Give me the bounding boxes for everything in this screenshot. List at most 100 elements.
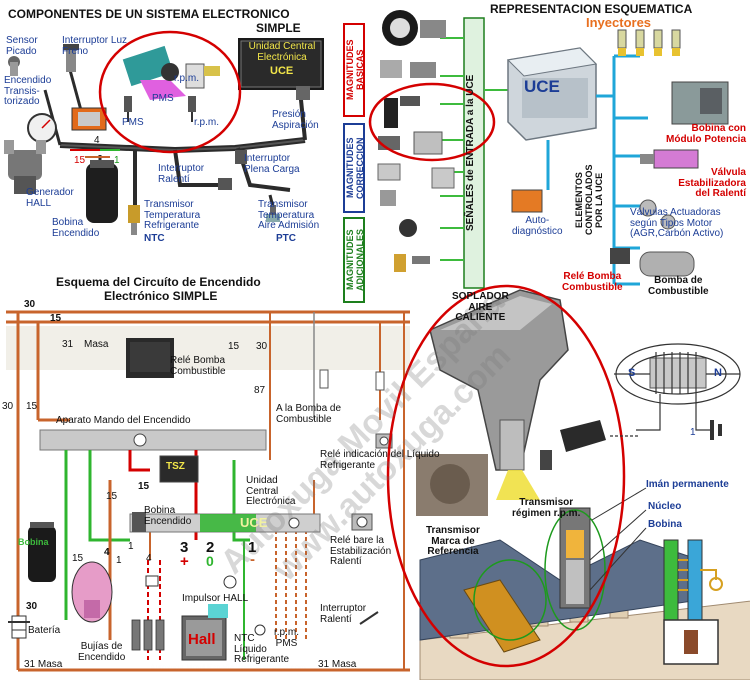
label-n15-b: 15 [228,341,240,352]
label-aparato-mando: Aparato Mando del Encendido [56,415,191,426]
label-elementos-controlados: ELEMENTOS CONTROLADOS POR LA UCE [574,164,604,236]
label-inyectores: Inyectores [586,15,652,30]
label-magnitudes-basicas: MAGNITUDES BASICAS [345,39,365,101]
label-plus: + [180,553,189,570]
label-magnitudes-correccion: MAGNITUDES CORRECCION [345,137,365,199]
label-valvulas-actuadoras: Válvulas Actuadoras según Tipos Motor (A… [630,207,724,239]
label-valvula-estabilizadora: Válvula Estabilizadora del Ralentí [678,167,746,199]
highlight-circle-top [98,30,242,154]
label-tsz: TSZ [166,461,185,472]
label-n31: 31 [62,339,74,350]
label-pole-n: N [714,367,722,379]
top-right-title: REPRESENTACION ESQUEMATICA [490,2,693,16]
label-masa-bottom-right: 31 Masa [318,659,357,670]
label-nucleo: Núcleo [648,501,682,512]
label-bobina-modulo: Bobina con Módulo Potencia [666,123,746,145]
injector-icons [617,29,681,56]
label-encendido-transistorizado: Encendido Transis- torizado [4,75,52,107]
label-transmisor-aire: Transmisor Temperatura Aire Admisión [258,199,320,231]
label-n15-e: 15 [72,553,84,564]
label-n2: 2 [206,539,215,556]
highlight-circle-middle [368,82,496,162]
label-bobina-detail: Bobina [648,519,682,530]
label-zero: 0 [206,553,214,569]
top-left-title-line2: SIMPLE [256,21,301,35]
label-masa: Masa [84,339,109,350]
circuit-graphics [6,310,410,672]
label-auto-diagnostico: Auto- diagnóstico [512,215,563,237]
label-transmisor-regimen: Transmisor régimen r.p.m. [512,497,581,519]
label-n4-b: 4 [146,553,152,564]
label-ptc: PTC [276,233,296,244]
label-rpm-b: r.p.m. [194,117,220,128]
circuit-title-line1: Esquema del Circuíto de Encendido [56,275,261,289]
label-ntc-liquido: NTC Líquido Refrigerante [234,633,290,665]
label-bobina-encendido-circuit: Bobina Encendido [144,505,192,527]
label-sensor-picado: Sensor Picado [6,35,38,57]
label-senales-entrada: SEÑALES de ENTRADA a la UCE [465,74,476,232]
label-n15-c: 15 [106,491,118,502]
top-left-panel-graphics [2,2,334,268]
label-n87: 87 [254,385,266,396]
watermark-text: Autoxuga Movil España www.autoxuga.com [150,664,306,672]
label-impulsor-hall: Impulsor HALL [182,593,249,604]
label-interruptor-plena-carga: Interruptor Plena Carga [244,153,300,175]
label-n1-a: 1 [116,555,122,566]
label-interruptor-ralenti-top: Interruptor Ralentí [158,163,205,185]
label-n15-left: 15 [26,401,38,412]
bottom-right-graphics [386,284,750,680]
label-masa-bottom-left: 31 Masa [24,659,63,670]
label-rele-bomba-schematic: Relé Bomba Combustible [562,271,623,293]
label-one: 1 [690,427,696,438]
label-bateria: Batería [28,625,61,636]
label-rpm-pms: r.p.m. PMS [274,627,300,649]
label-bobina-encendido-top: Bobina Encendido [52,217,100,239]
label-uce-schematic: UCE [524,77,560,96]
label-n1-c: 1 [248,539,257,556]
label-interruptor-luz-freno: Interruptor Luz Freno [62,35,128,57]
uce-unit-graphic [506,47,598,141]
label-pole-s: S [628,367,636,379]
label-n30-left: 30 [2,401,14,412]
label-magnitudes-adicionales: MAGNITUDES ADICIONALES [345,229,365,292]
label-minus: - [250,551,255,568]
label-num-1: 1 [114,155,120,166]
label-rele-bomba-circuit: Relé Bomba Combustible [170,355,226,377]
label-rele-liquido: Relé indicación del Líquido Refrigerante [320,449,440,471]
label-n15-d: 15 [138,481,150,492]
label-interruptor-ralenti-circuit: Interruptor Ralentí [320,603,367,625]
label-soplador: SOPLADOR AIRE CALIENTE [452,291,509,323]
label-ntc-top: NTC [144,233,165,244]
label-uce-unit: Unidad Central Electrónica [248,41,316,63]
label-generador-hall: Generador HALL [26,187,74,209]
sensor-icons [377,10,455,272]
label-unidad-central: Unidad Central Electrónica [246,475,296,507]
label-num-15: 15 [74,155,86,166]
label-n30-top: 30 [24,299,36,310]
label-n1-b: 1 [128,541,134,552]
top-right-panel-graphics [338,2,748,303]
label-uce-top: UCE [270,65,294,77]
label-presion-aspiracion: Presión Aspiración [272,109,319,131]
label-rpm-top: r.p.m. [174,73,200,84]
label-pms-b: PMS [122,117,144,128]
label-bujias: Bujías de Encendido [78,641,126,663]
label-bomba-combustible-schematic: Bomba de Combustible [648,275,709,297]
highlight-circle-bottom [386,284,626,668]
circuit-title-line2: Electrónico SIMPLE [104,289,218,303]
label-iman-permanente: Imán permanente [646,479,729,490]
label-n30-b: 30 [256,341,268,352]
label-transmisor-marca: Transmisor Marca de Referencia [426,525,480,557]
label-num-4: 4 [94,135,100,146]
label-transmisor-refrigerante: Transmisor Temperatura Refrigerante [144,199,201,231]
label-n4: 4 [104,547,110,558]
label-hall: Hall [188,631,216,648]
label-n30-bat: 30 [26,601,38,612]
label-n3: 3 [180,539,189,556]
label-pms-a: PMS [152,93,174,104]
label-n15-top: 15 [50,313,62,324]
label-bobina-side: Bobina [18,537,49,547]
top-left-title-line1: COMPONENTES DE UN SISTEMA ELECTRONICO [8,7,290,21]
label-uce-circuit: UCE [240,515,268,530]
